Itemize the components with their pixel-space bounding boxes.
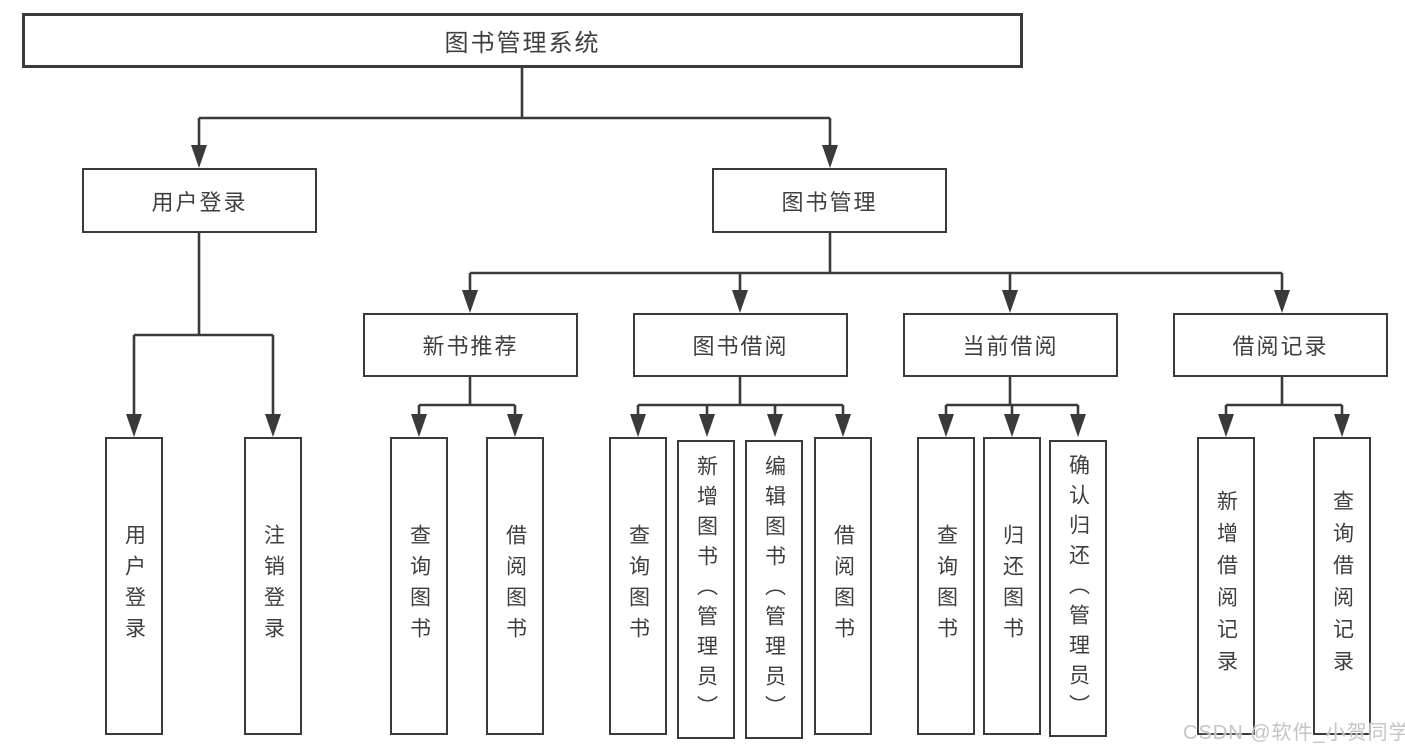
node-book-management: 图书管理 — [712, 168, 947, 233]
leaf-query-books-current: 查询图书 — [917, 437, 975, 735]
node-book-management-label: 图书管理 — [781, 189, 878, 215]
node-user-login: 用户登录 — [82, 168, 317, 233]
leaf-query-books-borrow: 查询图书 — [609, 437, 667, 735]
leaf-borrow-books: 借阅图书 — [814, 437, 872, 735]
leaf-add-book-admin-label: 新增图书（管理员） — [694, 454, 718, 725]
leaf-query-books-borrow-label: 查询图书 — [626, 524, 650, 648]
leaf-query-borrow-record-label: 查询借阅记录 — [1330, 490, 1354, 682]
node-current-borrow: 当前借阅 — [903, 313, 1118, 377]
node-new-book-recommend: 新书推荐 — [363, 313, 578, 377]
leaf-logout: 注销登录 — [244, 437, 302, 735]
leaf-query-books-recommend-label: 查询图书 — [407, 524, 431, 648]
node-user-login-label: 用户登录 — [151, 189, 248, 215]
leaf-edit-book-admin: 编辑图书（管理员） — [745, 440, 803, 739]
leaf-add-book-admin: 新增图书（管理员） — [677, 440, 735, 739]
leaf-query-borrow-record: 查询借阅记录 — [1313, 437, 1371, 735]
leaf-query-books-recommend: 查询图书 — [390, 437, 448, 735]
leaf-add-borrow-record-label: 新增借阅记录 — [1214, 490, 1238, 682]
leaf-add-borrow-record: 新增借阅记录 — [1197, 437, 1255, 735]
leaf-edit-book-admin-label: 编辑图书（管理员） — [762, 454, 786, 725]
node-borrow-records: 借阅记录 — [1173, 313, 1388, 377]
node-library-system: 图书管理系统 — [22, 13, 1023, 68]
leaf-return-book: 归还图书 — [983, 437, 1041, 735]
csdn-watermark: CSDN @软件_小贺同学 — [1183, 722, 1405, 744]
node-book-borrow: 图书借阅 — [633, 313, 848, 377]
leaf-confirm-return-admin: 确认归还（管理员） — [1049, 440, 1107, 737]
node-book-borrow-label: 图书借阅 — [692, 334, 789, 359]
leaf-borrow-books-recommend: 借阅图书 — [486, 437, 544, 735]
leaf-borrow-books-label: 借阅图书 — [831, 524, 855, 648]
node-borrow-records-label: 借阅记录 — [1232, 334, 1329, 359]
node-current-borrow-label: 当前借阅 — [962, 334, 1059, 359]
leaf-confirm-return-admin-label: 确认归还（管理员） — [1066, 453, 1090, 724]
leaf-logout-label: 注销登录 — [261, 524, 285, 648]
leaf-return-book-label: 归还图书 — [1000, 524, 1024, 648]
leaf-borrow-books-recommend-label: 借阅图书 — [503, 524, 527, 648]
node-library-system-label: 图书管理系统 — [444, 30, 601, 57]
leaf-query-books-current-label: 查询图书 — [934, 524, 958, 648]
node-new-book-recommend-label: 新书推荐 — [422, 334, 519, 359]
leaf-user-login: 用户登录 — [105, 437, 163, 735]
leaf-user-login-label: 用户登录 — [122, 524, 146, 648]
